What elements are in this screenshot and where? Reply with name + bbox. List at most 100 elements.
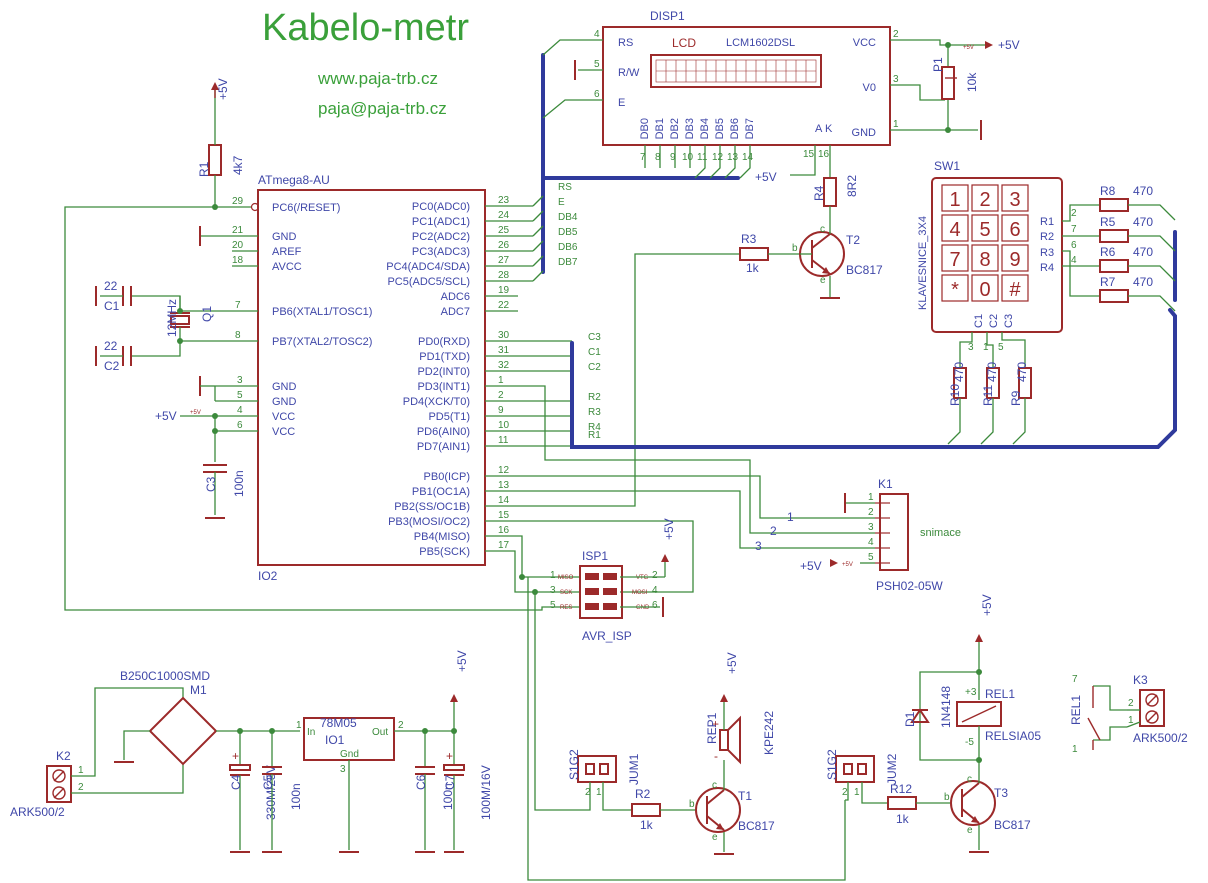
svg-text:4: 4	[1071, 255, 1077, 266]
mcu-right-pin: 16 PB4(MISO)	[414, 525, 580, 578]
svg-text:2: 2	[78, 782, 84, 793]
svg-text:c: c	[712, 780, 717, 791]
r1-ref: R1	[197, 161, 211, 177]
svg-text:PD0(RXD): PD0(RXD)	[418, 336, 470, 348]
keypad-key: 4	[949, 219, 960, 241]
svg-text:AREF: AREF	[272, 246, 302, 258]
svg-text:RS: RS	[558, 182, 572, 193]
svg-text:R8: R8	[1100, 184, 1116, 198]
svg-text:R1: R1	[1040, 216, 1054, 228]
mcu-right-pin: 22 ADC7	[441, 300, 518, 318]
svg-text:7: 7	[1071, 224, 1077, 235]
svg-text:S1G2: S1G2	[825, 749, 839, 780]
mcu-left-pin: 3 GND	[215, 375, 297, 393]
mcu-ref: IO2	[258, 569, 278, 583]
svg-text:C3: C3	[204, 476, 218, 492]
svg-text:ISP1: ISP1	[582, 549, 608, 563]
svg-text:C1: C1	[973, 314, 985, 328]
svg-text:10: 10	[682, 152, 694, 163]
crystal-network: 12MHz Q1 22 C1 22 C2	[95, 279, 232, 373]
svg-text:REL1: REL1	[1069, 695, 1083, 725]
svg-text:+3: +3	[965, 687, 977, 698]
svg-text:27: 27	[498, 255, 510, 266]
mcu-power-network: C3 100n +5V +5V	[155, 376, 246, 519]
svg-text:25: 25	[498, 225, 510, 236]
svg-text:VCC: VCC	[853, 37, 876, 49]
mcu-right-pin: 14 PB2(SS/OC1B)	[394, 253, 740, 513]
mcu-name: ATmega8-AU	[258, 173, 330, 187]
mcu-right-pin: 12 PB0(ICP)	[424, 465, 875, 519]
lcd-display: DISP1 LCD LCM1602DSL 4 RS 5 R/W 6 E 2 VC…	[542, 9, 985, 184]
svg-text:b: b	[792, 243, 798, 254]
keypad-key: 9	[1009, 249, 1020, 271]
wire	[534, 592, 585, 811]
svg-text:AVCC: AVCC	[272, 261, 302, 273]
svg-text:8: 8	[655, 152, 661, 163]
svg-text:SCK: SCK	[560, 590, 572, 596]
svg-text:RELSIA05: RELSIA05	[985, 729, 1041, 743]
svg-text:T3: T3	[994, 786, 1008, 800]
svg-text:c: c	[820, 224, 825, 235]
svg-text:30: 30	[498, 330, 510, 341]
mcu-right-pin: 13 PB1(OC1A)	[412, 480, 875, 549]
relay-driver: S1G2 JUM2 2 1 R12 1k b c e T3 BC817 +5V …	[825, 594, 1188, 853]
keypad-key: 1	[949, 189, 960, 211]
svg-text:R12: R12	[890, 782, 912, 796]
svg-text:VCC: VCC	[272, 426, 295, 438]
mcu-right-pin: 17 PB5(SCK)	[419, 540, 580, 593]
svg-text:C3: C3	[588, 332, 601, 343]
svg-text:DB0: DB0	[639, 118, 651, 139]
svg-text:470: 470	[1015, 362, 1029, 382]
svg-text:R1: R1	[588, 430, 601, 441]
svg-text:1: 1	[983, 342, 989, 353]
mcu-left-pin: 29 PC6(/RESET)	[232, 196, 340, 214]
svg-text:1: 1	[893, 119, 899, 130]
svg-text:PB6(XTAL1/TOSC1): PB6(XTAL1/TOSC1)	[272, 306, 372, 318]
svg-text:7: 7	[1072, 674, 1078, 685]
svg-text:2: 2	[398, 720, 404, 731]
svg-text:PC2(ADC2): PC2(ADC2)	[412, 231, 470, 243]
svg-text:29: 29	[232, 196, 244, 207]
svg-text:R6: R6	[1100, 245, 1116, 259]
svg-text:ARK500/2: ARK500/2	[10, 805, 65, 819]
crystal-value: 12MHz	[165, 299, 179, 337]
svg-text:470: 470	[1133, 275, 1153, 289]
mcu-left-pin: 18 AVCC	[232, 255, 302, 273]
svg-text:KPE242: KPE242	[762, 711, 776, 755]
svg-text:+5V: +5V	[842, 562, 853, 568]
svg-text:2: 2	[652, 570, 658, 581]
svg-text:1: 1	[78, 765, 84, 776]
mcu-right-pin: 25 PC2(ADC2) DB4	[412, 212, 578, 243]
mcu-right-pin: 28 PC5(ADC5/SCL) DB7	[387, 257, 577, 288]
svg-text:13: 13	[727, 152, 739, 163]
svg-text:12: 12	[712, 152, 724, 163]
svg-text:470: 470	[1133, 184, 1153, 198]
svg-text:PB2(SS/OC1B): PB2(SS/OC1B)	[394, 501, 470, 513]
svg-text:7: 7	[640, 152, 646, 163]
svg-text:GND: GND	[272, 381, 297, 393]
lcd-data-pins: DB0 DB1 DB2 DB3 DB4 DB5 DB6 DB7 A K 7 8 …	[639, 118, 833, 184]
svg-text:+5V: +5V	[216, 78, 230, 100]
keypad-key: 6	[1009, 219, 1020, 241]
svg-text:+5V: +5V	[980, 594, 994, 616]
svg-text:21: 21	[232, 225, 244, 236]
svg-text:PB1(OC1A): PB1(OC1A)	[412, 486, 470, 498]
svg-text:JUM2: JUM2	[885, 753, 899, 785]
svg-text:+5V: +5V	[800, 559, 822, 573]
svg-text:c: c	[967, 774, 972, 785]
svg-text:17: 17	[498, 540, 510, 551]
mcu-right-pin: 9 PD5(T1) R3	[428, 405, 601, 423]
svg-text:6: 6	[652, 600, 658, 611]
mcu-right-pin: 30 PD0(RXD) C3	[418, 330, 601, 348]
svg-text:+5V: +5V	[755, 170, 777, 184]
svg-text:2: 2	[893, 29, 899, 40]
mcu-left-pin: 5 GND	[215, 390, 297, 408]
svg-text:1: 1	[1128, 715, 1134, 726]
svg-text:K2: K2	[56, 749, 71, 763]
svg-text:22: 22	[104, 339, 118, 353]
svg-text:DB4: DB4	[558, 212, 578, 223]
svg-text:8R2: 8R2	[845, 175, 859, 197]
svg-text:5: 5	[237, 390, 243, 401]
mcu-right-pin: 23 PC0(ADC0) RS	[412, 182, 572, 213]
svg-text:C1: C1	[588, 347, 601, 358]
